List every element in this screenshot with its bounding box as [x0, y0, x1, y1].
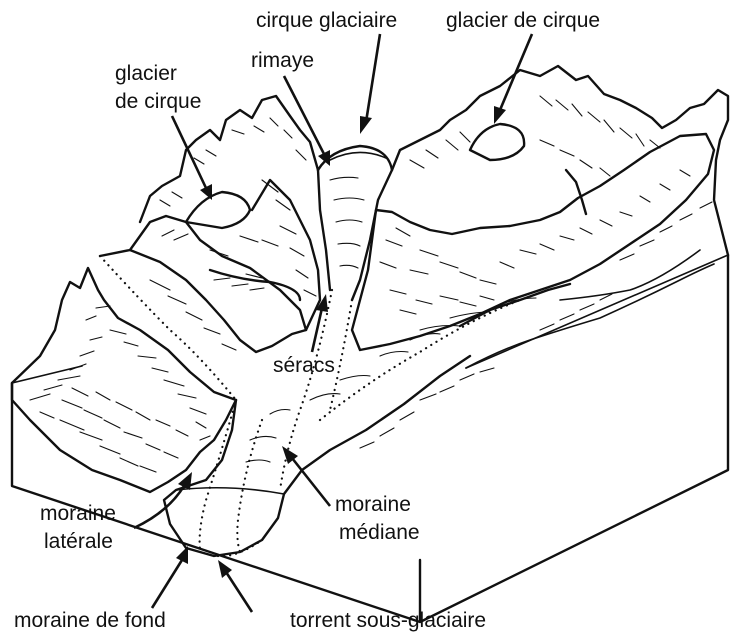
label-glacier-de-cirque-top: glacier de cirque: [446, 9, 600, 32]
right-mountains: [352, 66, 728, 448]
label-moraine-laterale-2: latérale: [44, 530, 113, 553]
arrow-moraine-mediane: [292, 458, 330, 506]
arrow-moraine-de-fond: [152, 560, 182, 608]
labels: cirque glaciaire glacier de cirque glaci…: [14, 9, 600, 632]
label-moraine-de-fond: moraine de fond: [14, 609, 166, 632]
label-moraine-mediane-2: médiane: [339, 521, 420, 544]
arrow-torrent-sous-glaciaire: [226, 572, 252, 612]
label-seracs: séracs: [273, 354, 335, 377]
label-glacier-de-cirque-left-1: glacier: [115, 62, 177, 85]
left-ridge: [12, 268, 236, 492]
label-moraine-laterale-1: moraine: [40, 502, 116, 525]
label-torrent-sous-glaciaire: torrent sous-glaciaire: [290, 609, 486, 632]
arrow-moraine-laterale: [134, 486, 184, 528]
leader-arrows: [134, 34, 532, 612]
block-outline: [12, 255, 728, 622]
label-rimaye: rimaye: [251, 49, 314, 72]
label-glacier-de-cirque-left-2: de cirque: [115, 90, 201, 113]
label-moraine-mediane-1: moraine: [335, 493, 411, 516]
central-glacier: [318, 146, 392, 300]
label-cirque-glaciaire: cirque glaciaire: [256, 9, 397, 32]
arrow-cirque-glaciaire: [366, 34, 380, 122]
left-mountains: [140, 96, 320, 330]
